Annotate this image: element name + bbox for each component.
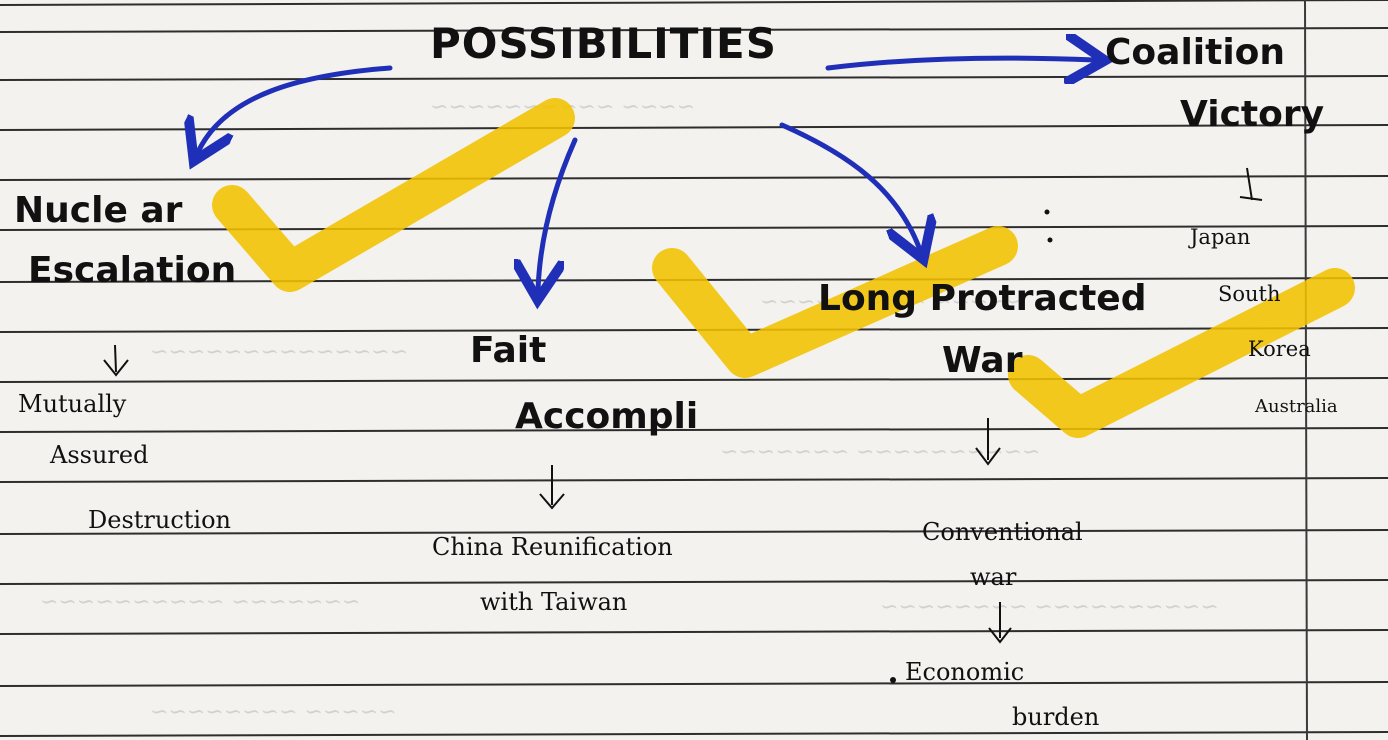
coalition-label-line2: Victory	[1180, 94, 1325, 135]
fait-label-line1: Fait	[470, 330, 547, 371]
bleed-through-4: ~~~~~~~~~~ ~~~~~~~	[720, 440, 1041, 465]
highlight-check-nuclear	[212, 98, 575, 292]
coalition-member: Australia	[1255, 396, 1338, 417]
bleed-through-1: ~~~~ ~~~~~~~~~~	[430, 95, 696, 120]
fait-outcome-line2: with Taiwan	[480, 588, 628, 616]
protracted-label-line1: Long Protracted	[818, 278, 1147, 319]
down-arrow-nuclear	[103, 344, 129, 377]
fait-outcome-line1: China Reunification	[432, 533, 673, 561]
ink-dot-1	[1044, 209, 1050, 215]
bleed-through-6: ~~~~~~~~~~ ~~~~~~~~	[880, 595, 1219, 620]
protracted-outcome-line3: Economic	[905, 658, 1025, 686]
down-arrow-coalition	[1239, 167, 1263, 201]
arrow-to-fait	[538, 137, 578, 290]
root-title: POSSIBILITIES	[430, 19, 777, 68]
bleed-through-7: ~~~~~ ~~~~~~~~	[150, 700, 397, 725]
bleed-through-5: ~~~~~~~ ~~~~~~~~~~	[40, 590, 361, 615]
coalition-member: Korea	[1248, 337, 1311, 361]
protracted-outcome-line2: war	[970, 563, 1017, 591]
nuclear-label-line2: Escalation	[28, 250, 237, 291]
protracted-outcome-line1: Conventional	[922, 518, 1083, 546]
ink-dot-2	[1047, 237, 1053, 243]
nuclear-outcome-line3: Destruction	[88, 506, 232, 534]
arrow-to-protracted	[779, 122, 920, 250]
nuclear-label-line1: Nucle ar	[14, 190, 183, 231]
protracted-label-line2: War	[942, 340, 1023, 381]
fait-label-line2: Accompli	[515, 396, 699, 437]
arrow-to-coalition	[825, 58, 1095, 68]
coalition-member: South	[1218, 282, 1281, 306]
bullet-dot	[890, 677, 896, 683]
nuclear-outcome-line1: Mutually	[18, 390, 127, 418]
coalition-label-line1: Coalition	[1105, 32, 1286, 73]
down-arrow-fait	[539, 465, 565, 510]
protracted-outcome-line4: burden	[1012, 703, 1100, 731]
coalition-member: Japan	[1190, 225, 1251, 249]
bleed-through-3: ~~~~~~~~~~~~~~	[150, 340, 409, 365]
arrow-to-nuclear	[198, 65, 393, 152]
nuclear-outcome-line2: Assured	[50, 441, 149, 469]
